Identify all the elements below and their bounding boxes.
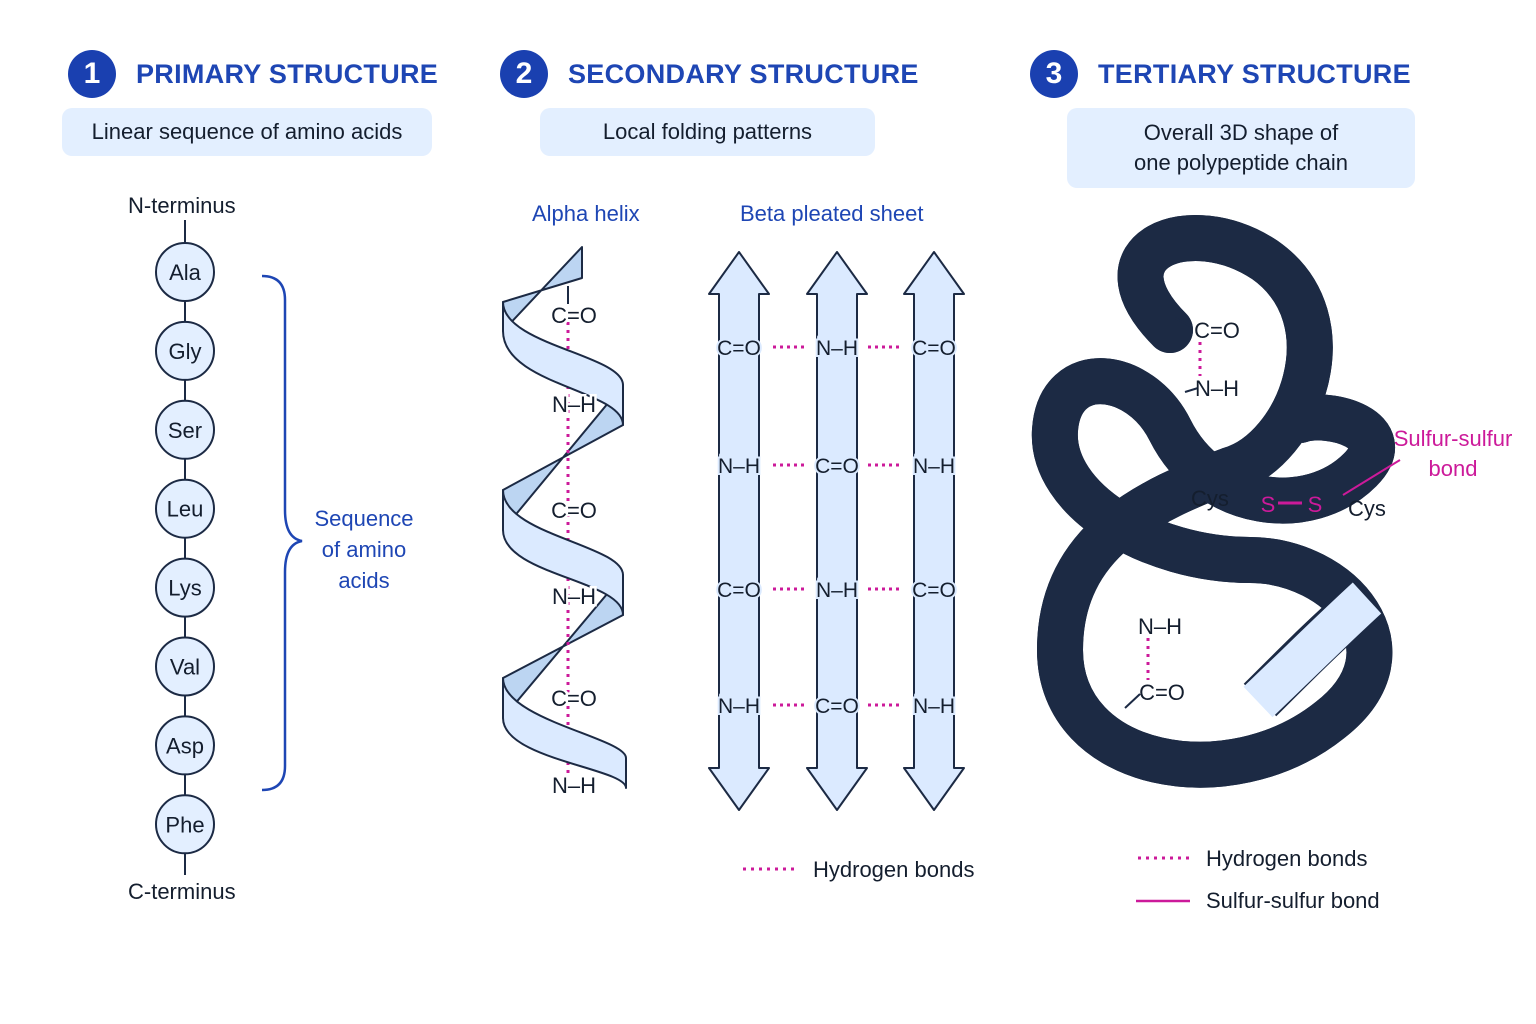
amino-acid-label: Phe (165, 812, 204, 837)
amino-acid-circle (155, 557, 215, 618)
secondary-legend-hbond-label: Hydrogen bonds (813, 857, 975, 882)
sheet-group-label: N–H (816, 579, 858, 602)
section-1-header: 1 PRIMARY STRUCTURE (68, 50, 438, 98)
helix-group-label: N–H (552, 392, 596, 417)
amino-acid-circle (155, 478, 215, 539)
sheet-group-label: N–H (913, 695, 955, 718)
alpha-helix: C=O N–H C=O N–H C=O N–H (502, 246, 627, 801)
connector (1174, 317, 1191, 327)
section-2-description: Local folding patterns (540, 108, 875, 156)
sheet-group-label: C=O (815, 695, 859, 718)
section-2-header: 2 SECONDARY STRUCTURE (500, 50, 919, 98)
tertiary-fold: C=O N–H N–H C=O Cys S S Cys (1055, 238, 1401, 765)
helix-group-label: N–H (552, 584, 596, 609)
helix-front-strand (502, 489, 624, 616)
amino-acid-label: Ser (168, 418, 202, 443)
helix-group-label: C=O (551, 498, 597, 523)
section-3-number-badge: 3 (1030, 50, 1078, 98)
section-2-title: SECONDARY STRUCTURE (568, 58, 919, 89)
n-terminus-label: N-terminus (128, 193, 236, 218)
amino-acid-circle (155, 320, 215, 381)
amino-acid-circle (155, 636, 215, 697)
amino-acid-circle (155, 242, 215, 302)
sequence-brace (261, 274, 303, 792)
section-3-header: 3 TERTIARY STRUCTURE (1030, 50, 1411, 98)
helix-front-strand (502, 301, 624, 426)
section-1-number-badge: 1 (68, 50, 116, 98)
beta-pleated-sheet: C=O N–H C=O N–H C=O N–H C=O N–H C=O N–H C=O N–H (708, 251, 965, 811)
disulfide-bond-right (1324, 502, 1347, 509)
sheet-group-label: C=O (717, 337, 761, 360)
cys-left-label: Cys (1191, 486, 1229, 511)
section-3-description: Overall 3D shape of one polypeptide chai… (1067, 108, 1415, 188)
sheet-group-label: N–H (913, 455, 955, 478)
helix-group-label: N–H (552, 773, 596, 798)
amino-acid-label: Ala (169, 260, 202, 285)
section-3-title: TERTIARY STRUCTURE (1098, 58, 1411, 89)
sequence-brace-label: Sequence of amino acids (314, 506, 414, 593)
sheet-group-label: C=O (815, 455, 859, 478)
amino-acid-circle (155, 715, 215, 776)
tertiary-legend-ss-label: Sulfur-sulfur bond (1206, 888, 1380, 913)
cys-right-label: Cys (1348, 496, 1386, 521)
helix-front-strand (502, 677, 627, 789)
amino-acid-label: Leu (167, 497, 204, 522)
sheet-group-label: N–H (718, 695, 760, 718)
amino-acid-label: Asp (166, 733, 204, 758)
beta-strand-arrow (903, 251, 965, 811)
connector (1124, 693, 1141, 709)
sheet-group-label: N–H (816, 337, 858, 360)
amino-acid-circle (155, 399, 215, 460)
section-1-description: Linear sequence of amino acids (62, 108, 432, 156)
sulfur-atom-left: S (1261, 492, 1276, 517)
sulfur-atom-right: S (1308, 492, 1323, 517)
fold-crossing-fill (1243, 582, 1382, 718)
tertiary-legend-hbond-label: Hydrogen bonds (1206, 846, 1368, 871)
beta-strand-arrow (708, 251, 770, 811)
amino-acid-label: Gly (169, 339, 202, 364)
sulfur-bond-callout-line (1342, 459, 1401, 496)
tertiary-group-nh-top: N–H (1195, 376, 1239, 401)
section-2-number-badge: 2 (500, 50, 548, 98)
helix-group-label: C=O (551, 686, 597, 711)
amino-acid-circle (155, 794, 215, 855)
section-1-title: PRIMARY STRUCTURE (136, 58, 439, 89)
sulfur-bond-callout-label: Sulfur-sulfur bond (1393, 426, 1513, 481)
sheet-group-label: C=O (912, 337, 956, 360)
helix-group-label: C=O (551, 303, 597, 328)
alpha-helix-label: Alpha helix (532, 201, 640, 226)
beta-strand-arrow (806, 251, 868, 811)
c-terminus-label: C-terminus (128, 879, 236, 904)
sheet-group-label: N–H (718, 455, 760, 478)
connector (1184, 387, 1199, 393)
amino-acid-label: Val (170, 655, 200, 680)
amino-acid-label: Lys (168, 576, 201, 601)
beta-sheet-label: Beta pleated sheet (740, 201, 924, 226)
sheet-group-label: C=O (912, 579, 956, 602)
tertiary-group-co-top: C=O (1194, 318, 1240, 343)
tertiary-group-co-bottom: C=O (1139, 680, 1185, 705)
sheet-group-label: C=O (717, 579, 761, 602)
tertiary-group-nh-bottom: N–H (1138, 614, 1182, 639)
